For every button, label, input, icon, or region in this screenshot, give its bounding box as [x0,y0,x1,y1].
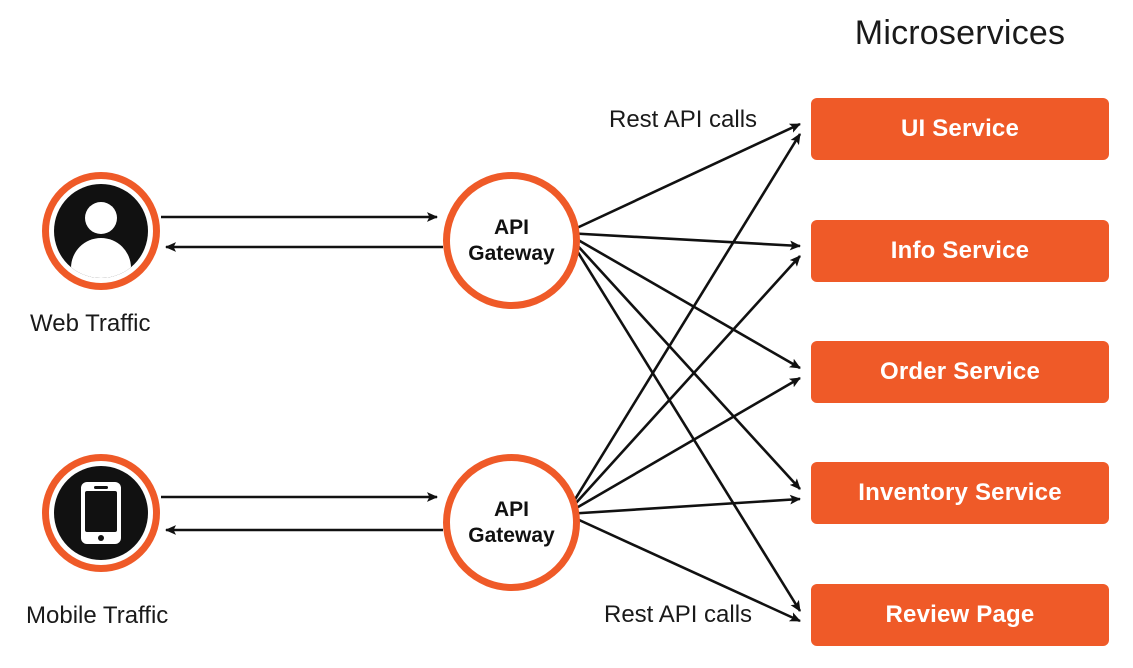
api-gateway-bottom-line2: Gateway [468,523,555,547]
mobile-phone-icon-home-button [98,535,104,541]
service-label-order-service: Order Service [879,358,1041,385]
edge-gateway-bottom-to-review-page [565,512,801,623]
api-gateway-top-line1: API [493,215,529,239]
edge-gateway-top-to-order-service [565,231,801,370]
edge-label-rest-api-calls-bottom: Rest API calls [604,601,753,628]
api-gateway-top[interactable]: API Gateway [443,172,580,309]
edge-gateway-bottom-to-info-service [565,255,801,515]
client-caption-web: Web Traffic [30,310,151,337]
edge-gateway-top-to-ui-service [565,122,801,235]
client-node-mobile[interactable] [42,454,160,572]
service-box-ui-service[interactable]: UI Service [811,98,1109,160]
service-box-inventory-service[interactable]: Inventory Service [811,462,1109,524]
user-icon-head [85,202,117,234]
page-title: Microservices [854,14,1066,52]
mobile-phone-icon-screen [85,491,117,532]
service-label-review-page: Review Page [885,601,1035,628]
service-label-inventory-service: Inventory Service [858,479,1062,506]
edge-gateway-top-to-review-page [564,232,802,612]
mobile-phone-icon-frame [81,482,121,544]
service-label-ui-service: UI Service [900,115,1020,142]
user-icon [54,184,148,278]
edge-label-rest-api-calls-top: Rest API calls [609,106,758,133]
user-icon-body [71,238,131,278]
edge-gateway-top-to-inventory-service [565,232,801,490]
mobile-phone-icon-speaker [94,486,108,489]
edge-gateway-bottom-to-inventory-service [565,494,801,516]
api-gateway-bottom[interactable]: API Gateway [443,454,580,591]
client-caption-mobile: Mobile Traffic [26,602,169,629]
service-box-order-service[interactable]: Order Service [811,341,1109,403]
service-box-review-page[interactable]: Review Page [811,584,1109,646]
edge-gateway-top-to-info-service [565,231,801,251]
api-gateway-top-line2: Gateway [468,241,555,265]
edge-gateway-bottom-to-order-service [565,376,801,516]
mobile-phone-icon [54,466,148,560]
api-gateway-bottom-line1: API [493,497,529,521]
edge-gateway-bottom-to-ui-service [564,133,802,515]
service-label-info-service: Info Service [890,237,1030,264]
service-box-info-service[interactable]: Info Service [811,220,1109,282]
client-node-web[interactable] [42,172,160,290]
